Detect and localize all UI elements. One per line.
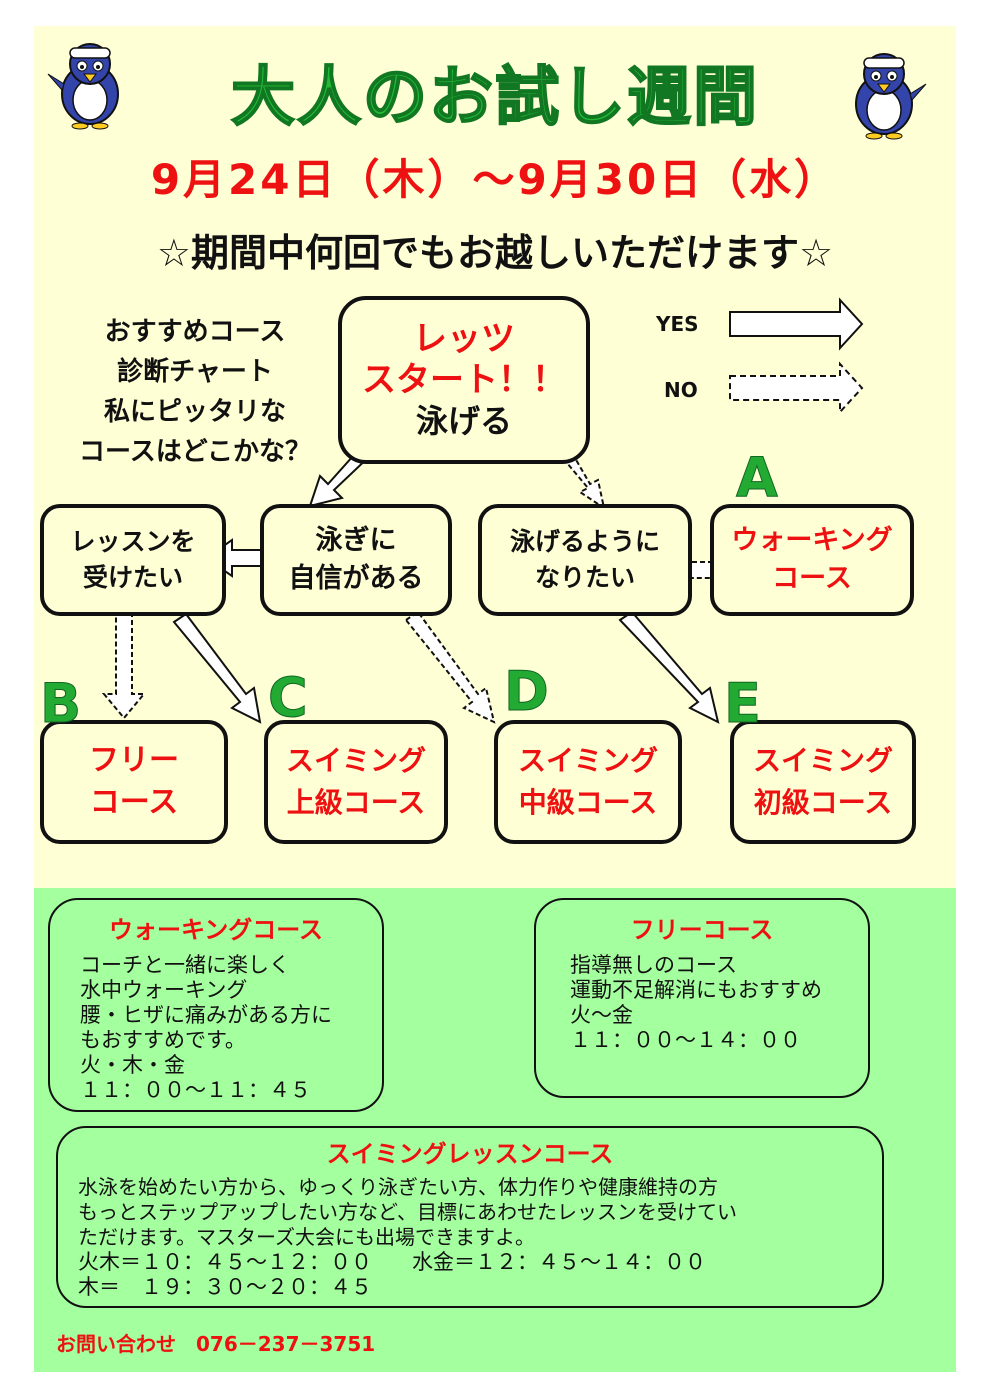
want-swim-box: 泳げるように なりたい [478, 504, 692, 616]
free-info-line: 運動不足解消にもおすすめ [570, 978, 822, 1002]
want-swim-line-2: なりたい [534, 563, 635, 592]
legend-yes-label: YES [656, 312, 699, 336]
event-dates: 9月24日（木）～9月30日（水） [150, 155, 840, 204]
legend-no-label: NO [664, 378, 698, 402]
free-course-box: フリー コース [40, 720, 228, 844]
walking-course-box: ウォーキング コース [710, 504, 914, 616]
start-line-3: 泳げる [415, 402, 512, 440]
lesson-info-title: スイミングレッスンコース [326, 1140, 614, 1168]
free-info-title: フリーコース [630, 916, 774, 944]
legend-yes-arrow-icon [729, 297, 864, 351]
walking-info-line: 火・木・金 [80, 1053, 185, 1077]
walking-info-line: １１：００～１１：４５ [80, 1078, 311, 1102]
free-line-2: コース [89, 785, 179, 820]
walking-info-line: 水中ウォーキング [80, 978, 248, 1002]
label-b: B [39, 672, 82, 736]
poster-title: 大人のお試し週間 [230, 60, 759, 136]
label-d: D [504, 660, 550, 724]
intermediate-line-2: 中級コース [518, 786, 658, 819]
start-line-2: スタート！！ [362, 360, 566, 400]
lesson-info-line: ただけます。マスターズ大会にも出場できますよ。 [78, 1225, 535, 1249]
label-a: A [736, 446, 779, 510]
penguin-mascot-left-icon [47, 43, 119, 130]
confident-line-1: 泳ぎに [315, 525, 397, 556]
beginner-line-2: 初級コース [753, 786, 893, 819]
lesson-schedule-1: 火木＝１０：４５～１２：００ [78, 1250, 372, 1274]
chart-intro: おすすめコース 診断チャート 私にピッタリな コースはどこかな？ [60, 312, 330, 472]
arrow-confident-to-intermediate [404, 610, 496, 724]
walking-line-2: コース [772, 563, 852, 594]
free-info-line: 火～金 [570, 1003, 633, 1027]
walking-info-title: ウォーキングコース [108, 916, 324, 944]
intermediate-line-1: スイミング [517, 744, 658, 777]
walking-info-box: ウォーキングコース コーチと一緒に楽しく 水中ウォーキング 腰・ヒザに痛みがある… [48, 898, 384, 1112]
walking-info-line: 腰・ヒザに痛みがある方に [80, 1003, 332, 1027]
confident-line-2: 自信がある [288, 563, 424, 594]
walking-info-line: コーチと一緒に楽しく [80, 953, 290, 977]
tagline: ☆期間中何回でもお越しいただけます☆ [156, 231, 834, 275]
lesson-info-line: 水泳を始めたい方から、ゆっくり泳ぎたい方、体力作りや健康維持の方 [78, 1175, 718, 1199]
lesson-schedule-2: 水金＝１２：４５～１４：００ [412, 1250, 706, 1274]
intermediate-course-box: スイミング 中級コース [494, 720, 682, 844]
lesson-line-1: レッスンを [70, 527, 196, 556]
beginner-course-box: スイミング 初級コース [730, 720, 916, 844]
arrow-lesson-to-free [101, 611, 147, 720]
intro-line: 診断チャート [117, 357, 273, 387]
advanced-line-1: スイミング [285, 744, 426, 777]
arrow-lesson-to-advanced [172, 612, 262, 724]
label-e: E [724, 672, 762, 736]
contact-info: お問い合わせ 076－237－3751 [56, 1332, 376, 1356]
advanced-course-box: スイミング 上級コース [264, 720, 448, 844]
lesson-line-2: 受けたい [82, 563, 183, 592]
lesson-schedule-3: 木＝ １９：３０～２０：４５ [78, 1275, 372, 1299]
walking-line-1: ウォーキング [731, 525, 893, 556]
free-info-box: フリーコース 指導無しのコース 運動不足解消にもおすすめ 火～金 １１：００～１… [534, 898, 870, 1098]
penguin-mascot-right-icon [855, 53, 927, 140]
start-line-1: レッツ [413, 319, 515, 359]
start-box: レッツ スタート！！ 泳げる [338, 296, 590, 464]
want-swim-line-1: 泳げるように [509, 527, 660, 556]
advanced-line-2: 上級コース [286, 786, 426, 819]
lesson-info-line: もっとステップアップしたい方など、目標にあわせたレッスンを受けてい [78, 1200, 737, 1224]
label-c: C [268, 666, 309, 730]
free-line-1: フリー [89, 743, 179, 778]
confident-box: 泳ぎに 自信がある [260, 504, 452, 616]
lesson-box: レッスンを 受けたい [40, 504, 226, 616]
intro-line: 私にピッタリな [103, 397, 286, 427]
free-info-line: １１：００～１４：００ [570, 1028, 801, 1052]
legend-no-arrow-icon [729, 361, 864, 415]
intro-line: コースはどこかな？ [79, 437, 311, 467]
free-info-line: 指導無しのコース [570, 953, 737, 977]
arrow-want-swim-to-beginner [618, 610, 720, 724]
intro-line: おすすめコース [104, 317, 286, 347]
walking-info-line: もおすすめです。 [80, 1028, 246, 1052]
beginner-line-1: スイミング [752, 744, 893, 777]
lesson-info-box: スイミングレッスンコース 水泳を始めたい方から、ゆっくり泳ぎたい方、体力作りや健… [56, 1126, 884, 1308]
